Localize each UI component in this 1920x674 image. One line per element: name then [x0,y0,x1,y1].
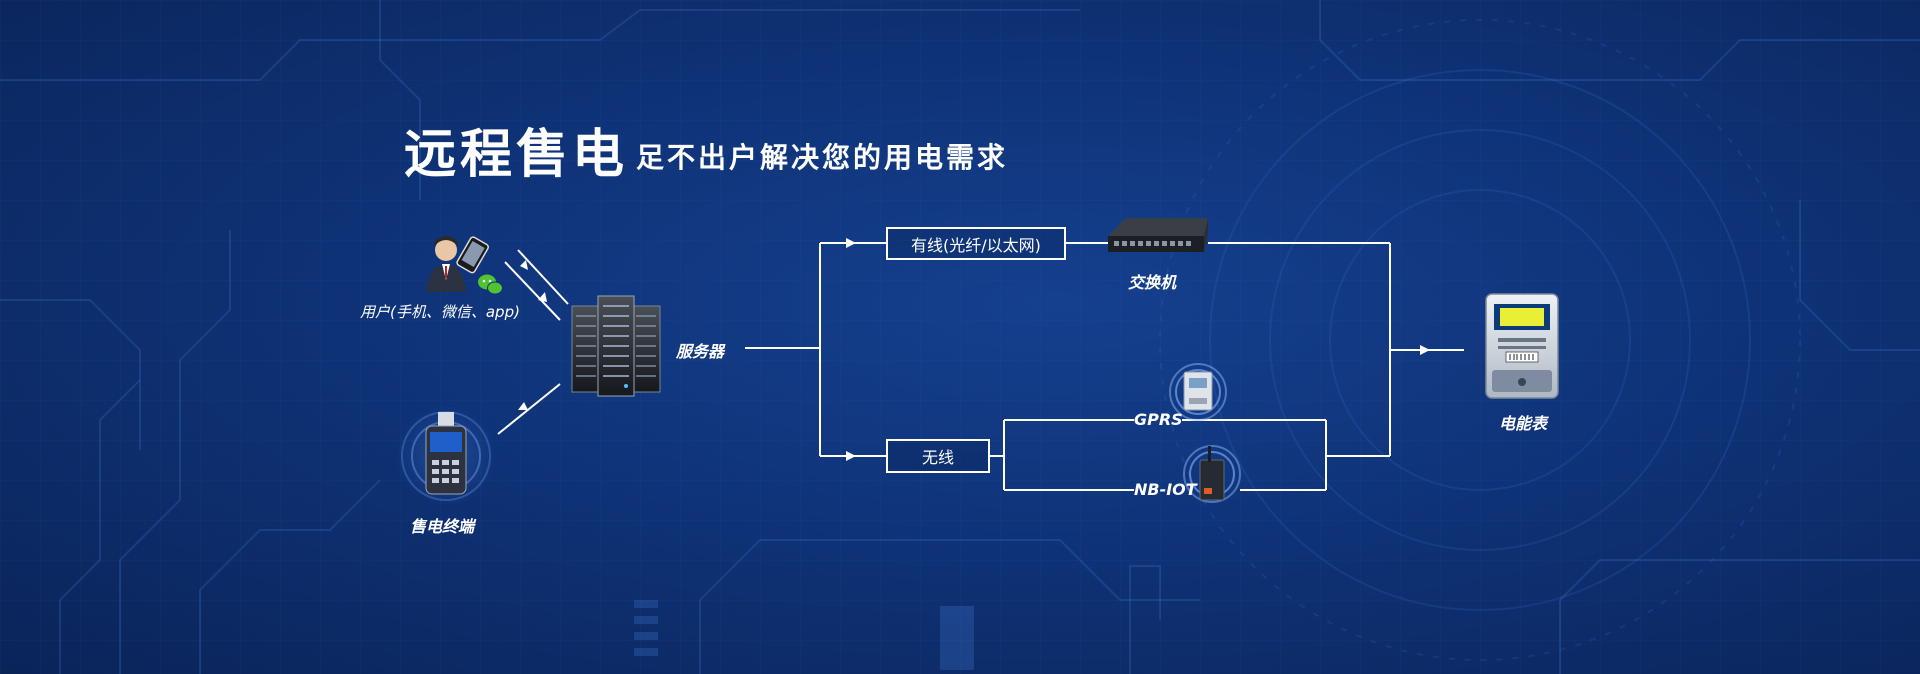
page-title: 远程售电 [404,125,629,185]
page-subtitle: 足不出户解决您的用电需求 [636,141,1009,174]
arrow-to-user [520,260,528,270]
server-label: 服务器 [676,342,725,361]
arrow-meter [1420,345,1430,355]
electric-meter-icon [1485,293,1559,399]
nbiot-module-icon [1183,445,1241,503]
network-switch-icon [1108,218,1208,252]
user-label: 用户(手机、微信、app) [360,303,520,321]
gprs-label: GPRS [1134,410,1183,429]
wired-box: 有线(光纤/以太网) [886,227,1066,260]
arrow-terminal [518,402,528,410]
arrow-to-server [538,292,547,302]
arrow-wired [846,238,856,248]
businessman-icon [426,236,466,292]
arrow-wireless [846,451,856,461]
gprs-module-icon [1169,363,1227,421]
terminal-label: 售电终端 [410,517,475,536]
meter-label: 电能表 [1499,414,1548,433]
arrow-heads [518,238,1430,461]
switch-label: 交换机 [1128,273,1177,292]
wireless-box: 无线 [886,439,990,473]
smartphone-icon [456,236,489,274]
nbiot-label: NB-IOT [1134,480,1197,499]
payment-terminal-icon [396,406,496,506]
server-rack-icon [571,295,661,397]
wechat-icon [478,274,503,295]
